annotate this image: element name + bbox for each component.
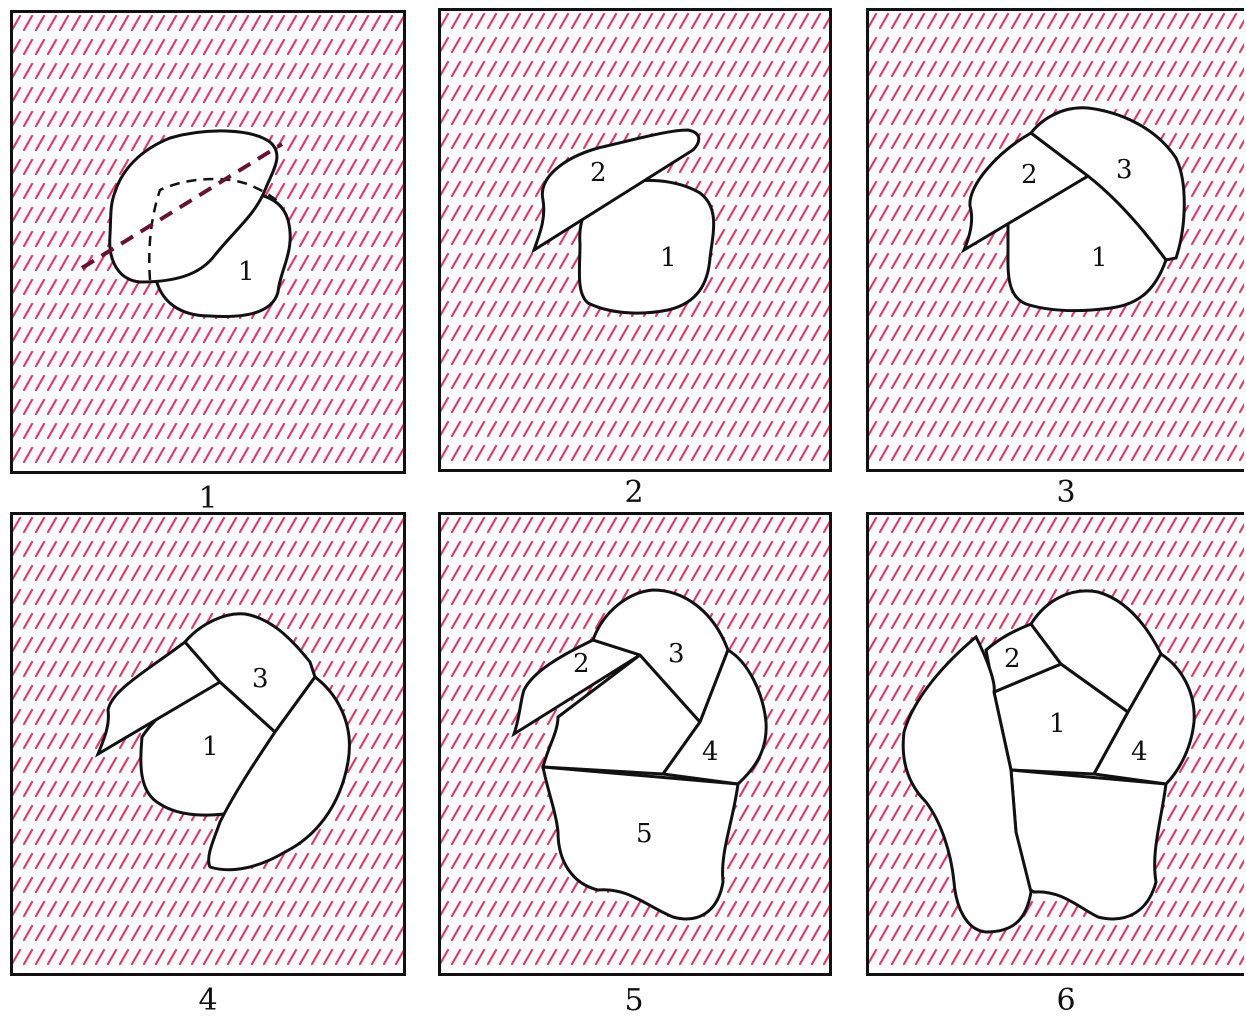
piece-label: 1 xyxy=(238,257,255,287)
piece-label: 1 xyxy=(202,732,219,762)
panel-5: 2 3 4 5 5 xyxy=(438,512,832,978)
piece-label: 5 xyxy=(636,819,653,849)
piece-label: 4 xyxy=(702,737,719,767)
piece-label: 2 xyxy=(573,649,590,679)
panel-3-drawing: 2 3 1 xyxy=(866,8,1244,472)
piece-label: 3 xyxy=(1116,155,1133,185)
piece-label: 3 xyxy=(252,664,269,694)
panel-1: 1 1 xyxy=(10,10,406,474)
panel-caption: 4 xyxy=(178,986,238,1016)
piece-label: 4 xyxy=(1131,737,1148,767)
piece-label: 3 xyxy=(668,639,685,669)
panel-caption: 3 xyxy=(1036,478,1096,508)
panel-caption: 1 xyxy=(178,484,238,514)
panel-4: 3 1 4 xyxy=(10,512,406,978)
panel-6: 2 1 4 6 xyxy=(866,512,1244,978)
panel-caption: 5 xyxy=(604,986,664,1016)
panel-1-drawing: 1 xyxy=(10,10,406,474)
piece-label: 1 xyxy=(1091,243,1108,273)
panel-3: 2 3 1 3 xyxy=(866,8,1244,472)
piece-label: 2 xyxy=(1021,160,1038,190)
panel-2-drawing: 2 1 xyxy=(438,8,832,472)
panel-2: 2 1 2 xyxy=(438,8,832,472)
piece-label: 2 xyxy=(590,158,607,188)
panel-caption: 2 xyxy=(604,478,664,508)
panel-4-drawing: 3 1 xyxy=(10,512,406,978)
piece-label: 1 xyxy=(660,243,677,273)
panel-caption: 6 xyxy=(1036,986,1096,1016)
piece-label: 1 xyxy=(1049,709,1066,739)
panel-6-drawing: 2 1 4 xyxy=(866,512,1244,978)
panel-5-drawing: 2 3 4 5 xyxy=(438,512,832,978)
piece-label: 2 xyxy=(1004,644,1021,674)
